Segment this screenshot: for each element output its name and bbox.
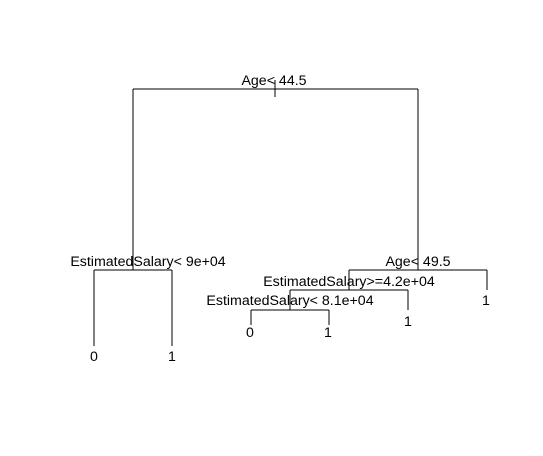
left-split-node: EstimatedSalary< 9e+04 bbox=[70, 254, 226, 271]
mid-split-node: EstimatedSalary>=4.2e+04 bbox=[263, 274, 435, 291]
left-split-label: EstimatedSalary< 9e+04 bbox=[70, 254, 225, 270]
lower-split-label: EstimatedSalary< 8.1e+04 bbox=[206, 293, 373, 309]
mid-split-label: EstimatedSalary>=4.2e+04 bbox=[263, 274, 435, 290]
root-node: Age< 44.5 bbox=[133, 73, 418, 97]
leaf-mid-right: 1 bbox=[404, 314, 412, 330]
leaf-left-right: 1 bbox=[168, 349, 176, 365]
lower-split-node: EstimatedSalary< 8.1e+04 bbox=[206, 293, 374, 311]
leaf-right-right: 1 bbox=[482, 293, 490, 309]
right-split-label: Age< 49.5 bbox=[385, 254, 450, 270]
leaf-lower-right: 1 bbox=[324, 325, 332, 341]
leaf-left-left: 0 bbox=[90, 349, 98, 365]
leaf-lower-left: 0 bbox=[246, 325, 254, 341]
right-split-node: Age< 49.5 bbox=[349, 254, 487, 271]
root-split-label: Age< 44.5 bbox=[241, 73, 306, 89]
